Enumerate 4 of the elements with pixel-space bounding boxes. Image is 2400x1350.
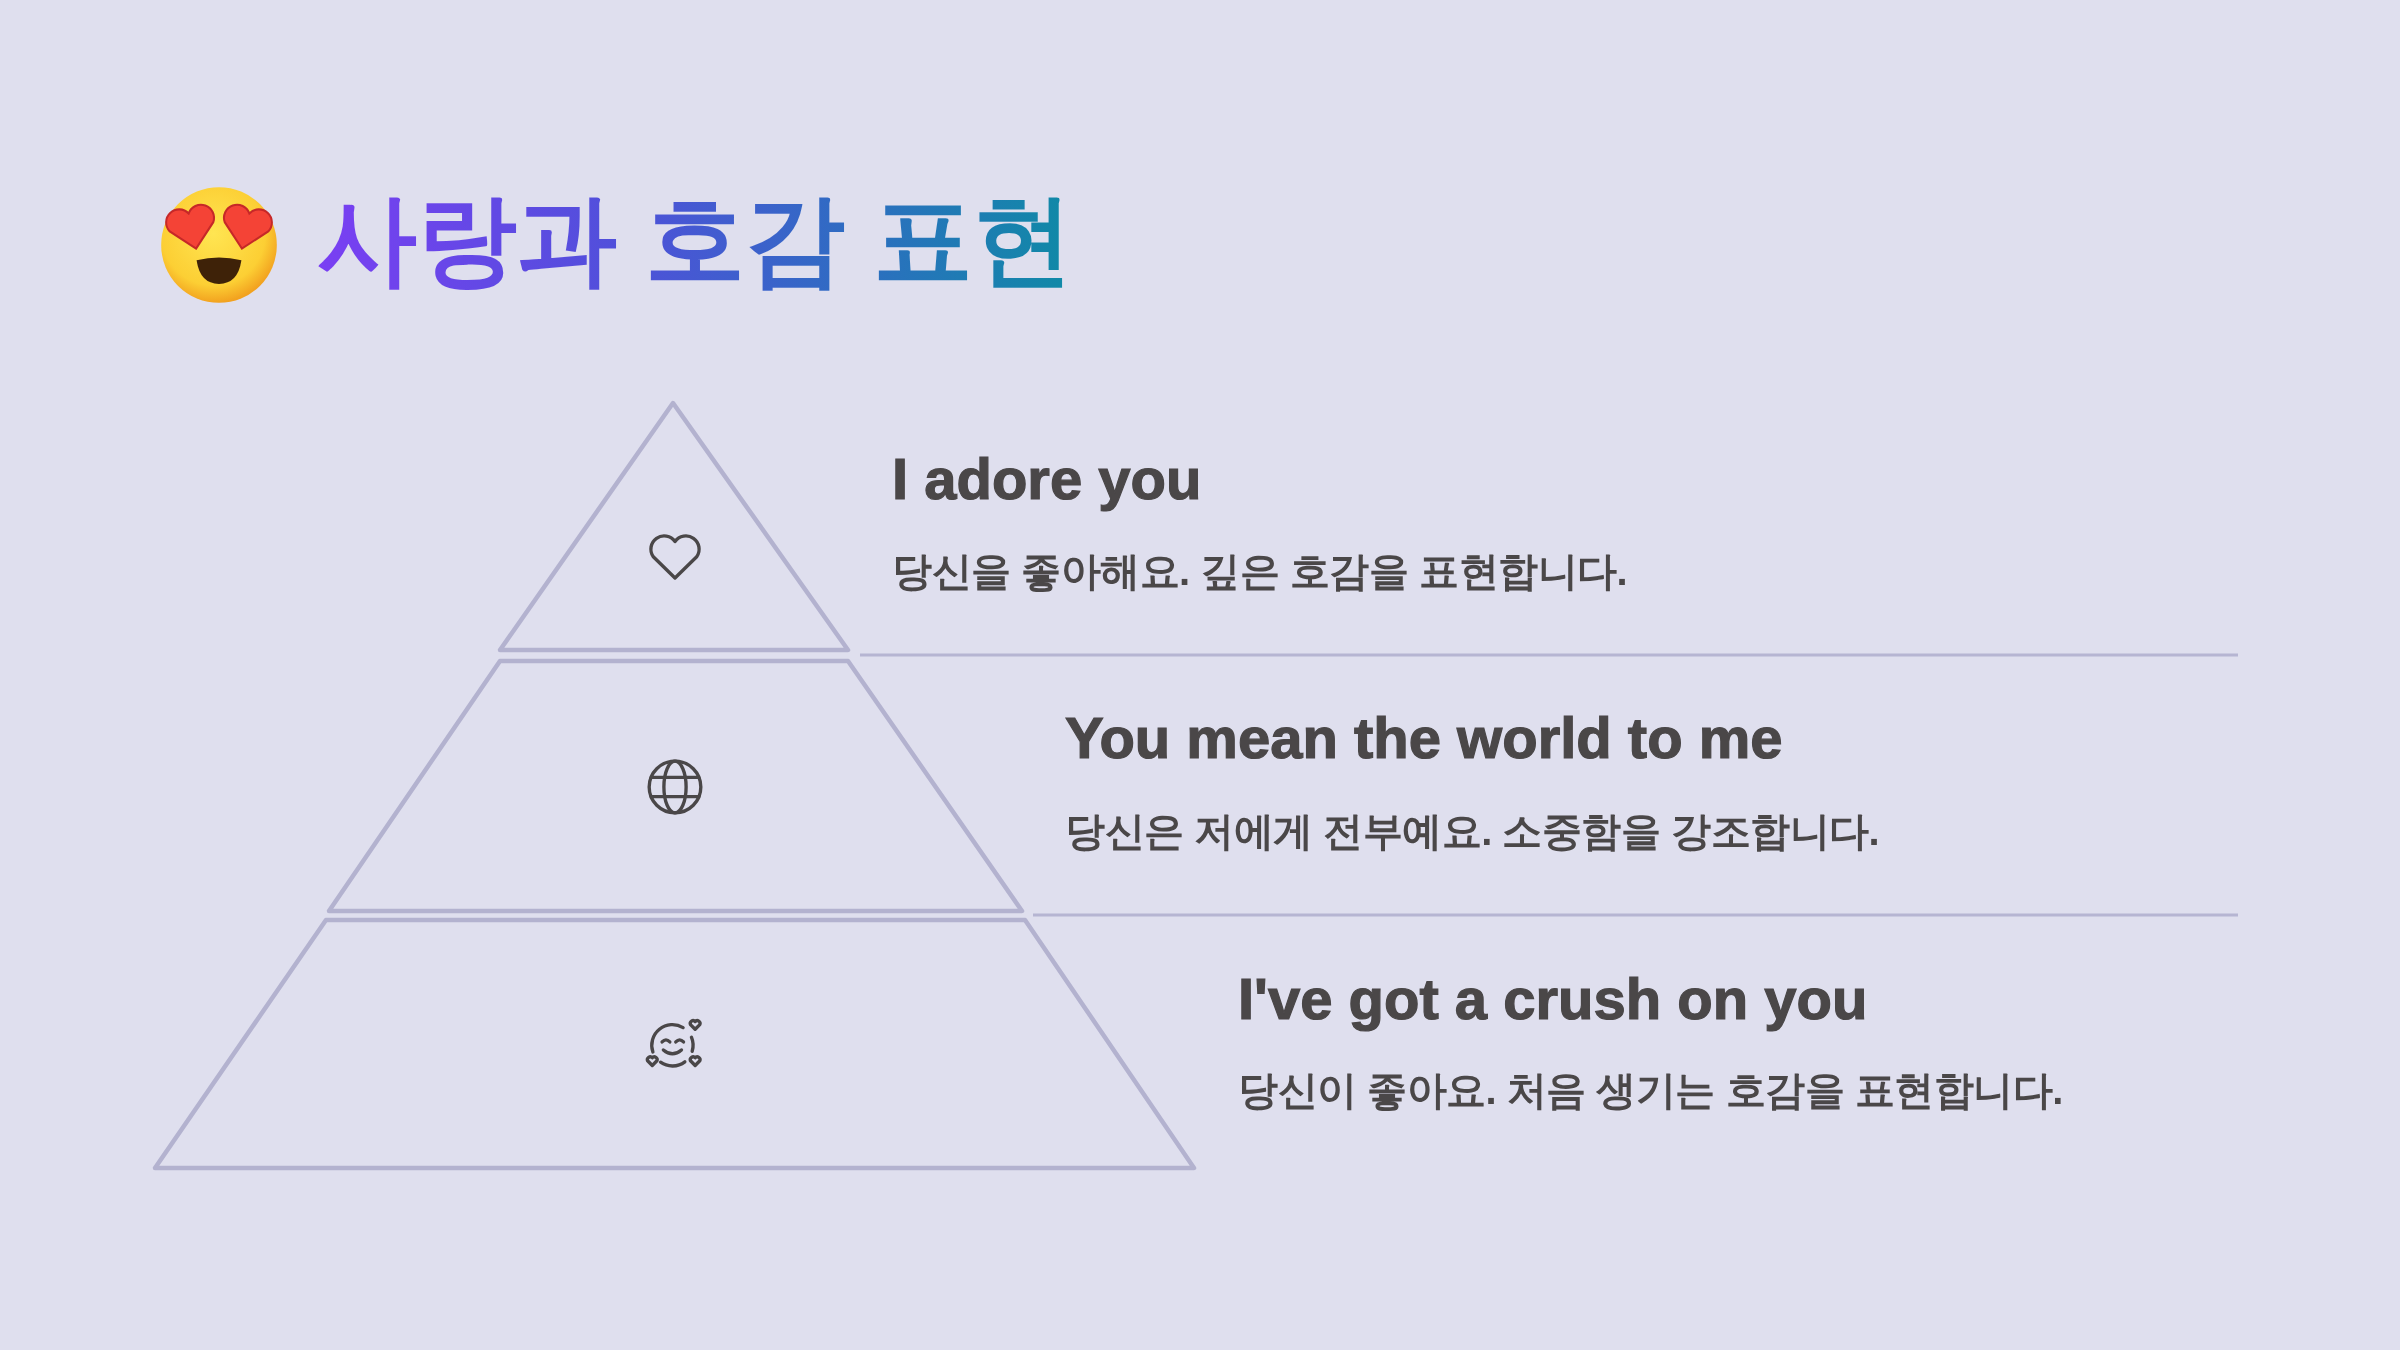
tier-heading: You mean the world to me xyxy=(1065,709,1783,767)
tier-description: 당신은 저에게 전부예요. 소중함을 강조합니다. xyxy=(1065,809,1880,853)
tier-description: 당신이 좋아요. 처음 생기는 호감을 표현합니다. xyxy=(1238,1068,2063,1112)
tier-description: 당신을 좋아해요. 깊은 호감을 표현합니다. xyxy=(892,549,1628,593)
